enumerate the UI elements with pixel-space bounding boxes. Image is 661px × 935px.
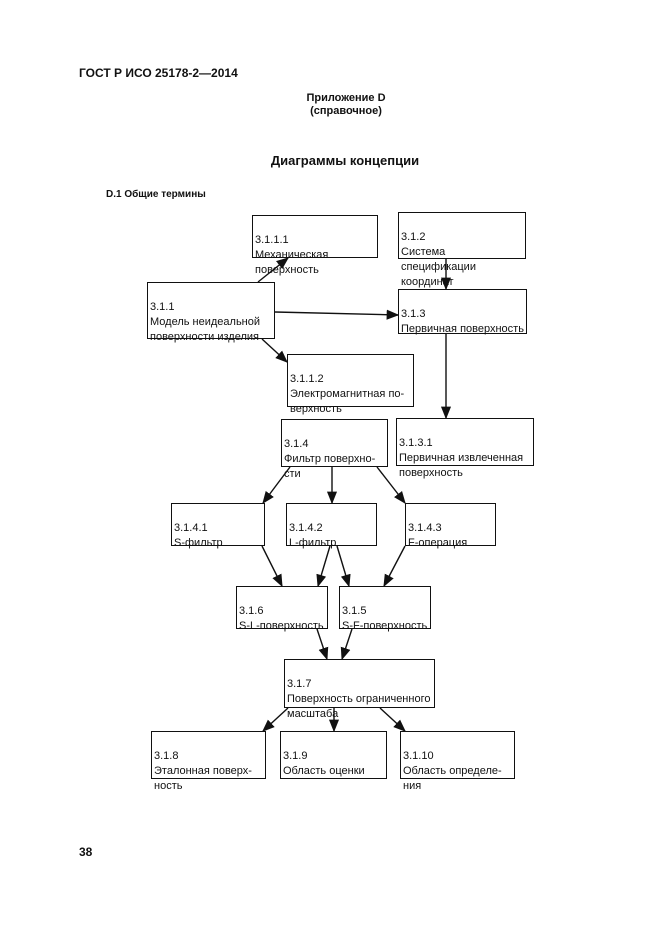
arrow-3141-to-316 (261, 545, 283, 588)
arrow-3142-to-315 (336, 545, 351, 588)
concept-label: Область определе- ния (403, 765, 502, 792)
page-number: 38 (79, 845, 93, 859)
concept-label: S-фильтр (174, 537, 223, 549)
annex-title: Приложение D (306, 92, 386, 104)
annex-type: (справочное) (310, 105, 382, 117)
arrow-311-to-3111 (257, 257, 289, 283)
concept-label: Первичная извлеченная поверхность (399, 452, 524, 479)
concept-code: 3.1.1.2 (290, 373, 324, 385)
concept-code: 3.1.1.1 (255, 234, 289, 246)
concept-label: Поверхность ограниченного масштаба (287, 693, 431, 720)
concept-code: 3.1.1 (150, 301, 175, 313)
arrow-311-to-3112 (261, 338, 288, 363)
concept-code: 3.1.4.3 (408, 522, 442, 534)
concept-code: 3.1.4.1 (174, 522, 208, 534)
arrow-316-to-317 (316, 628, 329, 661)
arrow-317-to-3110 (379, 707, 406, 732)
concept-code: 3.1.5 (342, 605, 367, 617)
arrow-317-to-318 (262, 707, 289, 732)
concept-code: 3.1.2 (401, 231, 426, 243)
concept-label: F-операция (408, 537, 468, 549)
concept-code: 3.1.3.1 (399, 437, 433, 449)
concept-code: 3.1.9 (283, 750, 308, 762)
concept-label: S-L-поверхность (239, 620, 324, 632)
concept-code: 3.1.4 (284, 438, 309, 450)
document-id: ГОСТ Р ИСО 25178-2—2014 (79, 66, 238, 80)
concept-label: Система спецификации координат (401, 246, 476, 288)
concept-label: L-фильтр (289, 537, 337, 549)
concept-label: Область оценки (283, 765, 365, 777)
section-title: Диаграммы концепции (270, 153, 420, 168)
subsection-title: D.1 Общие термины (106, 189, 206, 200)
concept-code: 3.1.7 (287, 678, 312, 690)
concept-label: Механическая поверхность (255, 249, 329, 276)
arrow-3143-to-315 (383, 545, 406, 588)
concept-label: Модель неидеальной поверхности изделия (150, 316, 261, 343)
concept-label: S-F-поверхность (342, 620, 428, 632)
arrow-315-to-317 (340, 628, 353, 661)
concept-code: 3.1.10 (403, 750, 434, 762)
concept-label: Первичная поверхность (401, 323, 524, 335)
concept-label: Электромагнитная по- верхность (290, 388, 405, 415)
concept-label: Эталонная поверх- ность (154, 765, 252, 792)
concept-code: 3.1.6 (239, 605, 264, 617)
arrow-314-to-3141 (262, 466, 291, 505)
concept-label: Фильтр поверхно- сти (284, 453, 376, 480)
concept-code: 3.1.8 (154, 750, 179, 762)
concept-code: 3.1.3 (401, 308, 426, 320)
arrow-314-to-3143 (376, 466, 406, 504)
concept-code: 3.1.4.2 (289, 522, 323, 534)
arrow-3142-to-316 (316, 545, 331, 588)
arrow-311-to-313 (274, 309, 400, 320)
